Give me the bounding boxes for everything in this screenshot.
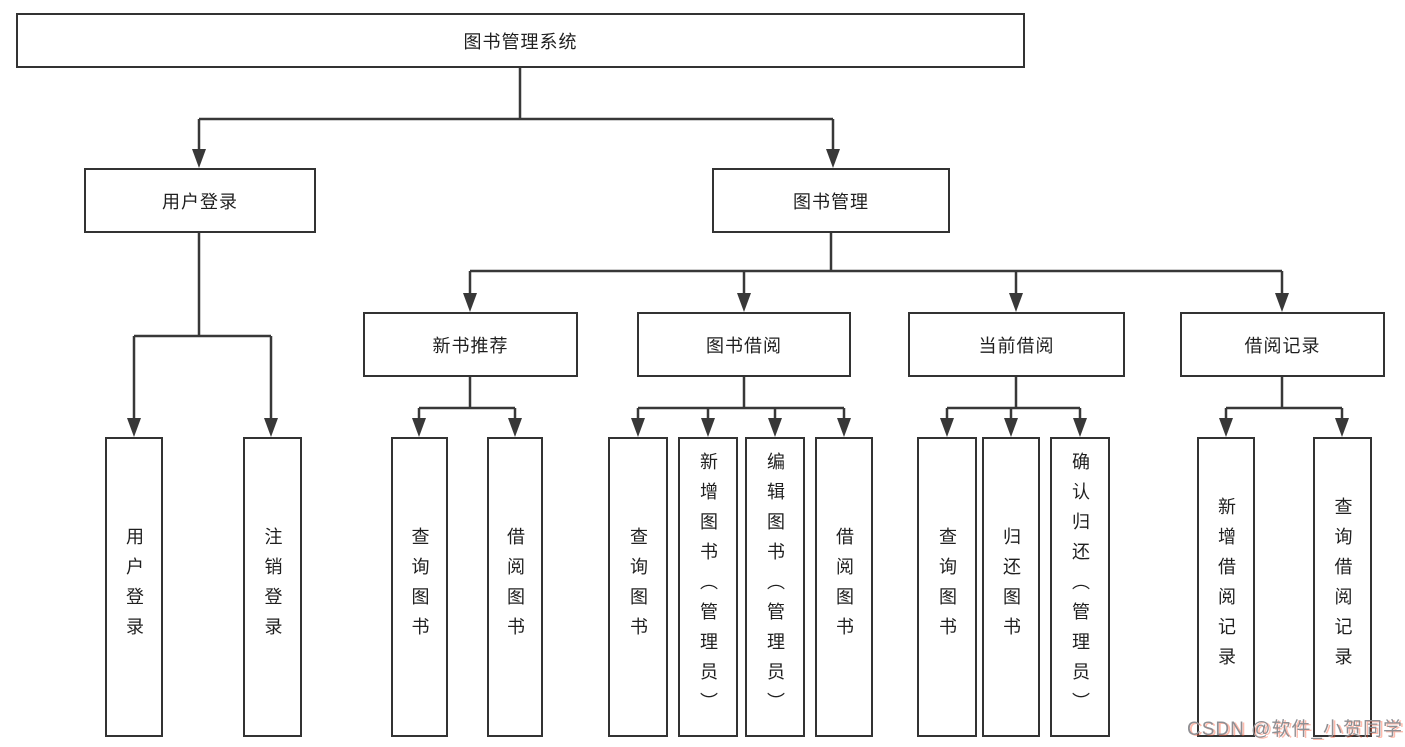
node-label: 用户登录 [162, 191, 238, 212]
node-book-borrow: 图书借阅 [637, 312, 851, 377]
connector-current-borrow [945, 377, 1082, 420]
node-label: 确认归还（管理员） [1070, 452, 1090, 722]
connector-root [197, 68, 835, 150]
node-library-management-system: 图书管理系统 [16, 13, 1025, 68]
node-label: 注销登录 [262, 527, 283, 647]
node-book-management: 图书管理 [712, 168, 950, 233]
node-label: 借阅记录 [1244, 335, 1321, 356]
leaf-add-borrow-record: 新增借阅记录 [1197, 437, 1255, 737]
csdn-watermark: CSDN @软件_小贺同学 [1187, 719, 1403, 740]
leaf-add-book-admin: 新增图书（管理员） [678, 437, 738, 737]
leaf-query-current-borrow: 查询图书 [917, 437, 977, 737]
leaf-query-borrow-record: 查询借阅记录 [1313, 437, 1372, 737]
connector-user-login [132, 233, 273, 420]
leaf-return-book: 归还图书 [982, 437, 1040, 737]
leaf-query-book-recommend: 查询图书 [391, 437, 448, 737]
connector-borrow-record [1224, 377, 1344, 420]
node-label: 查询图书 [628, 527, 648, 647]
connector-new-book-recommend [417, 377, 517, 420]
node-label: 用户登录 [124, 527, 144, 647]
node-label: 查询借阅记录 [1332, 497, 1353, 677]
node-label: 归还图书 [1001, 527, 1021, 647]
node-label: 图书借阅 [706, 335, 782, 356]
node-label: 查询图书 [409, 527, 430, 647]
leaf-logout: 注销登录 [243, 437, 302, 737]
node-label: 借阅图书 [505, 527, 525, 647]
node-label: 图书管理 [793, 191, 869, 212]
node-current-borrow: 当前借阅 [908, 312, 1125, 377]
connector-book-borrow [636, 377, 846, 420]
node-label: 新增借阅记录 [1216, 497, 1236, 677]
node-user-login: 用户登录 [84, 168, 316, 233]
leaf-query-book-borrow: 查询图书 [608, 437, 668, 737]
leaf-borrow-book: 借阅图书 [815, 437, 873, 737]
node-label: 新书推荐 [432, 335, 509, 356]
node-label: 借阅图书 [834, 527, 854, 647]
node-label: 图书管理系统 [463, 31, 578, 52]
node-label: 编辑图书（管理员） [765, 452, 785, 722]
leaf-confirm-return-admin: 确认归还（管理员） [1050, 437, 1110, 737]
leaf-edit-book-admin: 编辑图书（管理员） [745, 437, 805, 737]
node-borrow-record: 借阅记录 [1180, 312, 1385, 377]
leaf-user-login: 用户登录 [105, 437, 163, 737]
node-label: 新增图书（管理员） [698, 452, 718, 722]
node-new-book-recommend: 新书推荐 [363, 312, 578, 377]
connector-book-management [468, 233, 1284, 295]
leaf-borrow-book-recommend: 借阅图书 [487, 437, 543, 737]
node-label: 查询图书 [937, 527, 957, 647]
node-label: 当前借阅 [978, 335, 1055, 356]
